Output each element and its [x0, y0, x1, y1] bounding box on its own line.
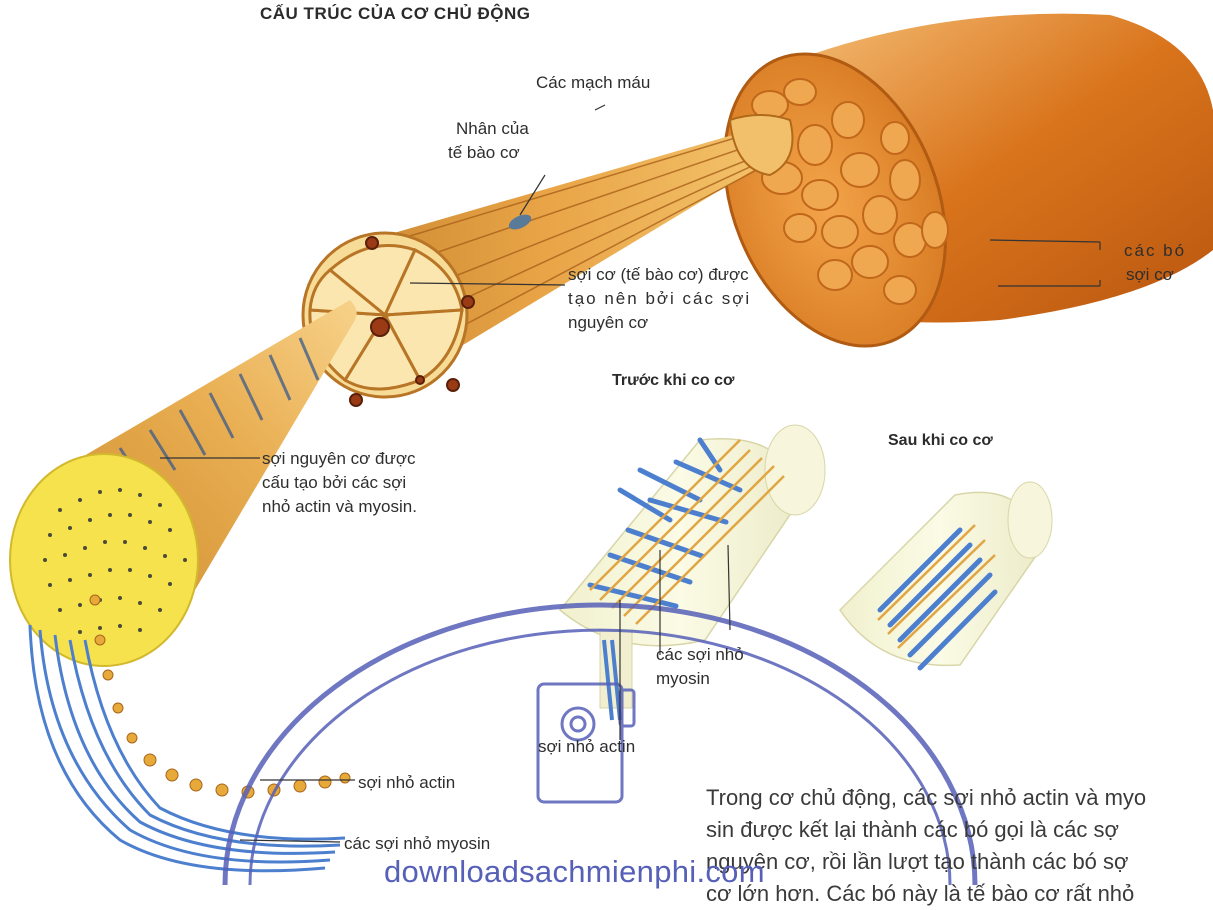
label-fiber-line3: nguyên cơ — [568, 312, 648, 334]
label-myofibril-line3: nhỏ actin và myosin. — [262, 496, 417, 518]
label-myofibril-line1: sợi nguyên cơ được — [262, 448, 416, 470]
label-myosin-small-line2: myosin — [656, 668, 710, 690]
after-contraction-diagram — [840, 482, 1052, 668]
paragraph-line: nguyên cơ, rồi lần lượt tạo thành các bó… — [706, 846, 1213, 878]
label-myosin-small-line1: các sợi nhỏ — [656, 644, 744, 666]
label-actin-bottom: sợi nhỏ actin — [358, 772, 455, 794]
paragraph-line: cơ lớn hơn. Các bó này là tế bào cơ rất … — [706, 878, 1213, 910]
muscle-fiber-bundle — [303, 115, 793, 406]
label-actin-small: sợi nhỏ actin — [538, 736, 635, 758]
subtitle-before-contraction: Trước khi co cơ — [612, 372, 734, 390]
label-myofibril-line2: cấu tạo bởi các sợi — [262, 472, 406, 494]
diagram-title: CẤU TRÚC CỦA CƠ CHỦ ĐỘNG — [260, 4, 530, 24]
label-blood-vessels: Các mạch máu — [536, 72, 650, 94]
label-nucleus-line1: Nhân của — [456, 118, 529, 140]
label-bundles-line1: các bó — [1124, 240, 1186, 262]
subtitle-after-contraction: Sau khi co cơ — [888, 432, 993, 450]
description-paragraph: Trong cơ chủ động, các sợi nhỏ actin và … — [706, 782, 1213, 910]
label-myosin-bottom: các sợi nhỏ myosin — [344, 833, 490, 855]
label-nucleus-line2: tế bào cơ — [448, 142, 520, 164]
label-bundles-line2: sợi cơ — [1126, 264, 1174, 286]
paragraph-line: sin được kết lại thành các bó gọi là các… — [706, 814, 1213, 846]
label-fiber-line2: tạo nên bởi các sợi — [568, 288, 751, 310]
paragraph-line: Trong cơ chủ động, các sợi nhỏ actin và … — [706, 782, 1213, 814]
label-fiber-line1: sợi cơ (tế bào cơ) được — [568, 264, 749, 286]
whole-muscle — [683, 14, 1213, 379]
